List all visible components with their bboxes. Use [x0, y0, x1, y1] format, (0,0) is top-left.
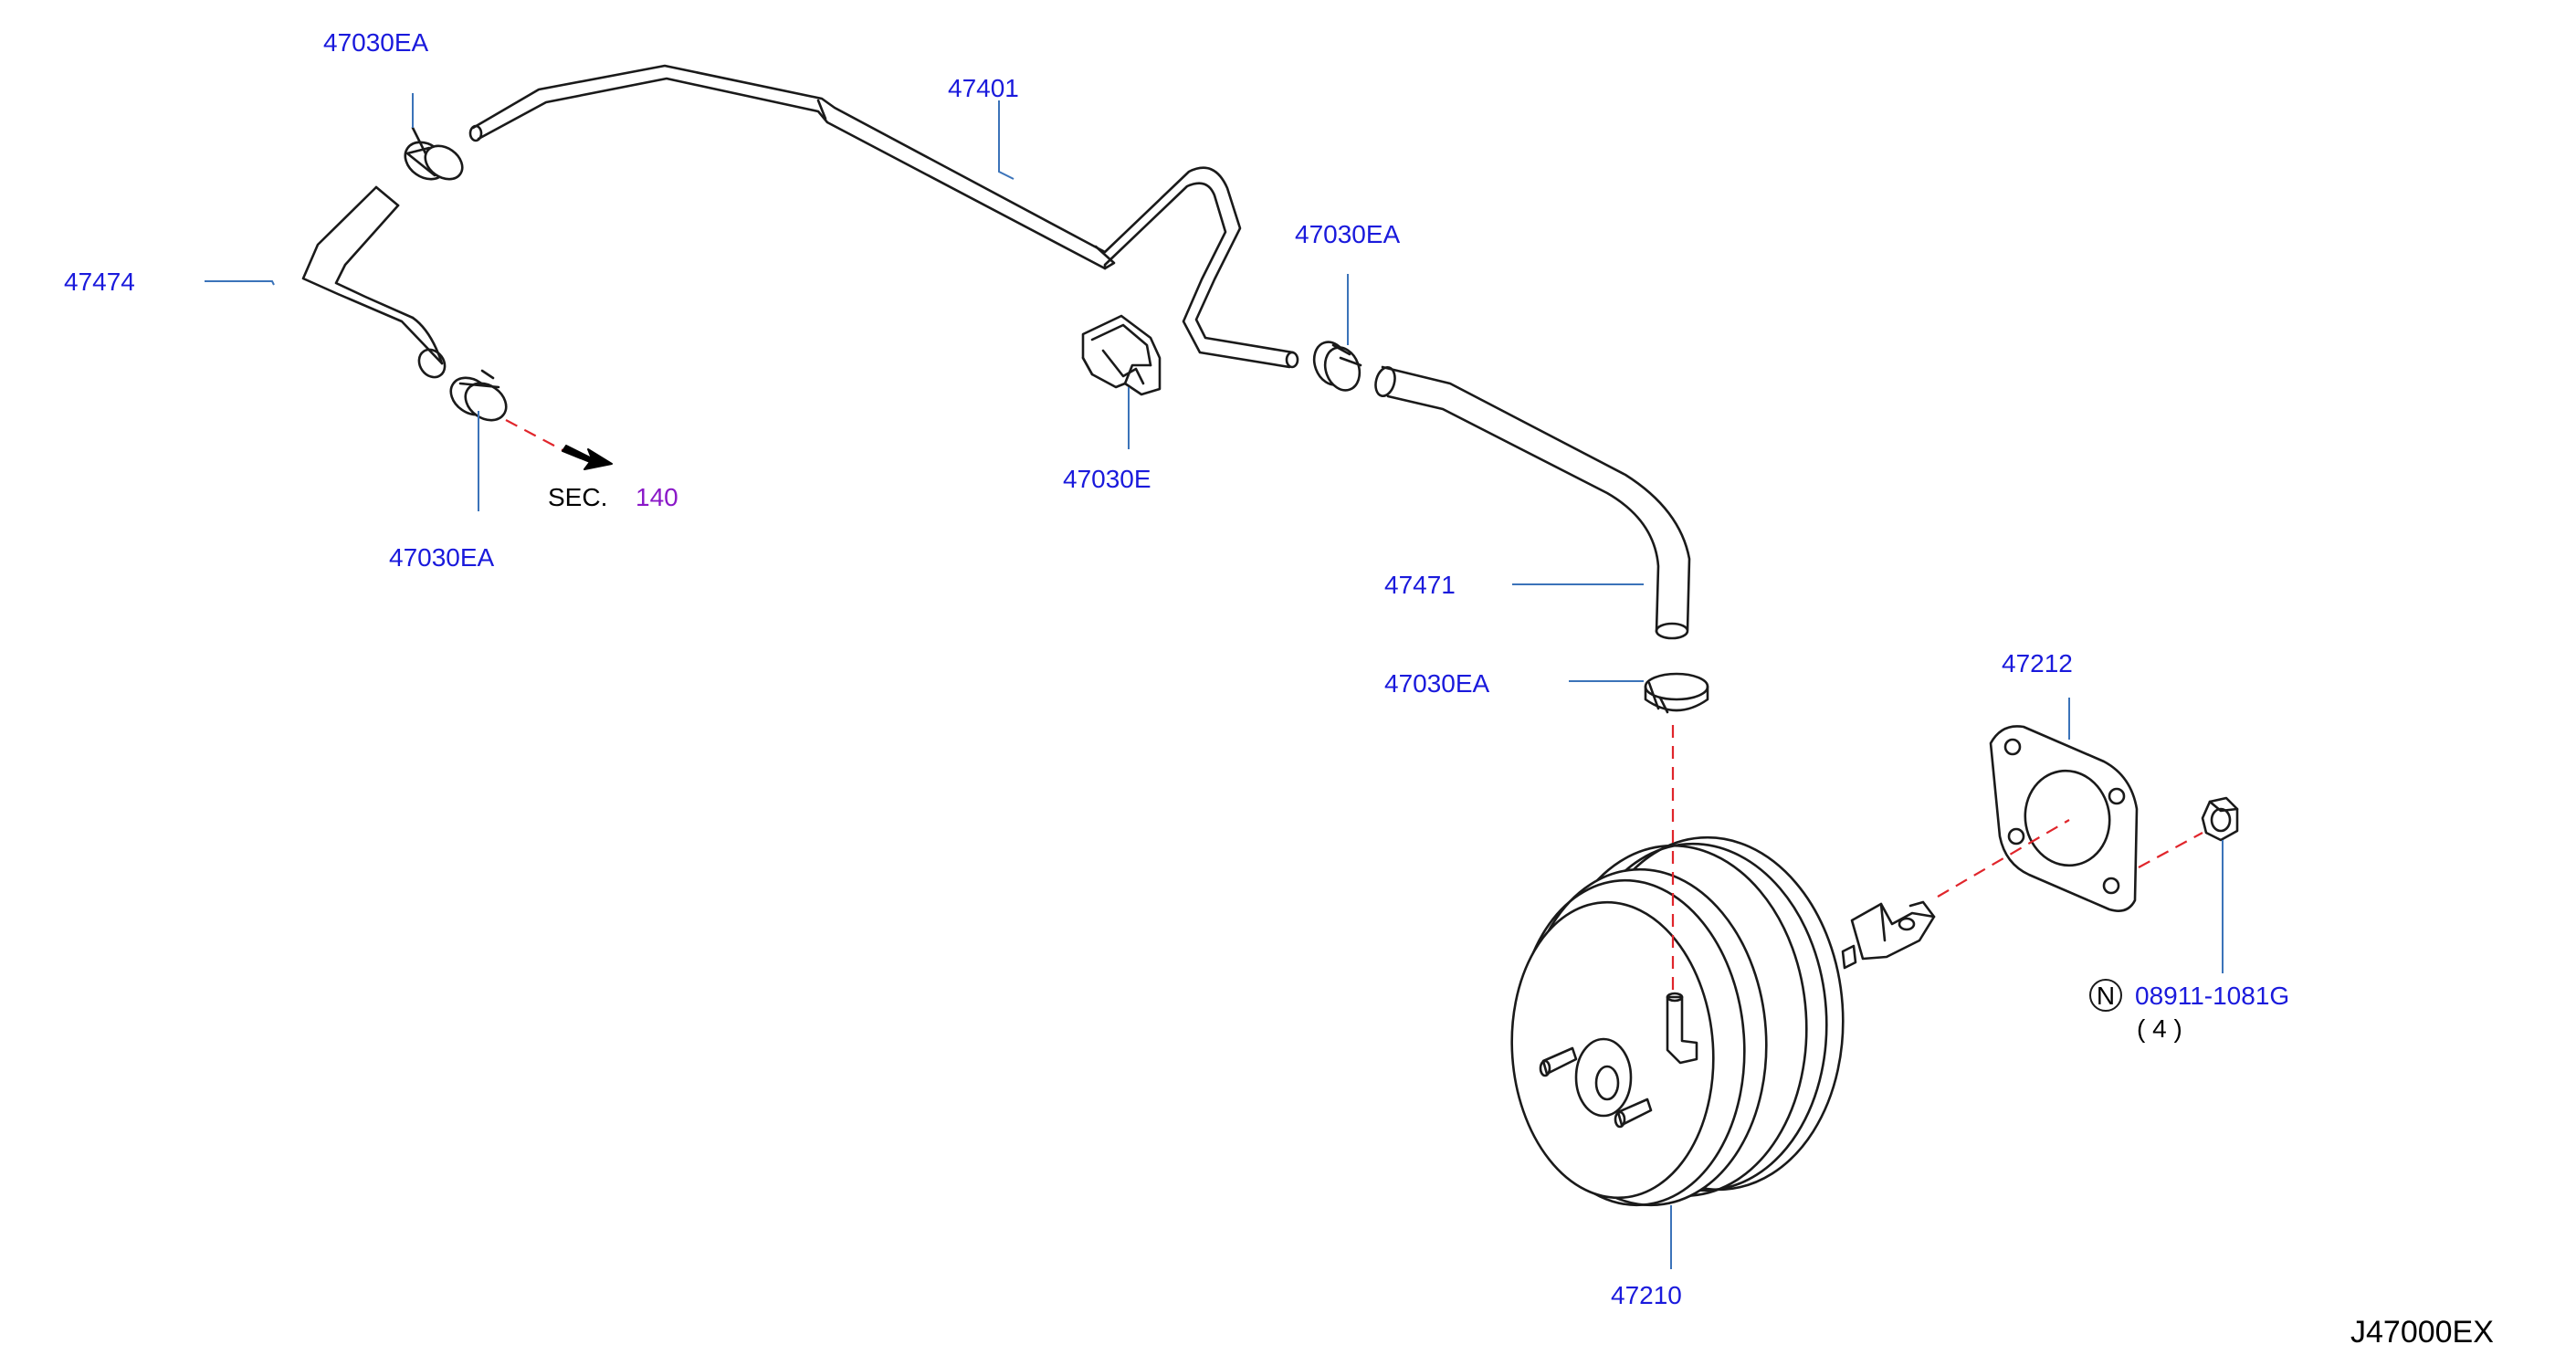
assembly-dash-lines: [505, 419, 2203, 995]
label-clamp-mid-right[interactable]: 47030EA: [1295, 220, 1401, 248]
hose-left[interactable]: [301, 185, 450, 383]
nut-marker-letter: N: [2097, 982, 2115, 1010]
label-clamp-lower-left[interactable]: 47030EA: [389, 543, 495, 572]
label-clip[interactable]: 47030E: [1063, 465, 1151, 493]
clip[interactable]: [1081, 314, 1162, 396]
tube-main[interactable]: [468, 64, 1299, 369]
label-section-prefix: SEC.: [548, 483, 607, 511]
leader-lines: [205, 93, 2224, 1269]
part-labels: 47030EA 47401 47474 47030EA SEC. 140 470…: [64, 28, 2494, 1350]
diagram-code: J47000EX: [2350, 1315, 2494, 1350]
section-arrow-icon: [562, 445, 613, 470]
label-nut[interactable]: 08911-1081G: [2135, 982, 2289, 1010]
clamp-booster[interactable]: [1644, 672, 1709, 714]
brake-booster[interactable]: [1502, 829, 1936, 1213]
clamp-mid-right[interactable]: [1309, 337, 1365, 394]
hose-right[interactable]: [1372, 365, 1691, 640]
label-tube-main[interactable]: 47401: [948, 74, 1019, 102]
label-section-number[interactable]: 140: [636, 483, 678, 511]
label-clamp-booster[interactable]: 47030EA: [1384, 669, 1490, 698]
gasket[interactable]: [1989, 725, 2139, 912]
label-nut-qty: ( 4 ): [2137, 1014, 2182, 1043]
label-gasket[interactable]: 47212: [2002, 649, 2073, 678]
clamp-lower-left[interactable]: [444, 369, 513, 427]
nut-marker: N: [2089, 979, 2122, 1012]
nut[interactable]: [2201, 796, 2239, 842]
label-booster[interactable]: 47210: [1611, 1281, 1682, 1309]
label-hose-right[interactable]: 47471: [1384, 571, 1456, 599]
label-hose-left[interactable]: 47474: [64, 268, 135, 296]
label-clamp-top-left[interactable]: 47030EA: [323, 28, 429, 57]
clamp-top-left[interactable]: [398, 126, 468, 187]
